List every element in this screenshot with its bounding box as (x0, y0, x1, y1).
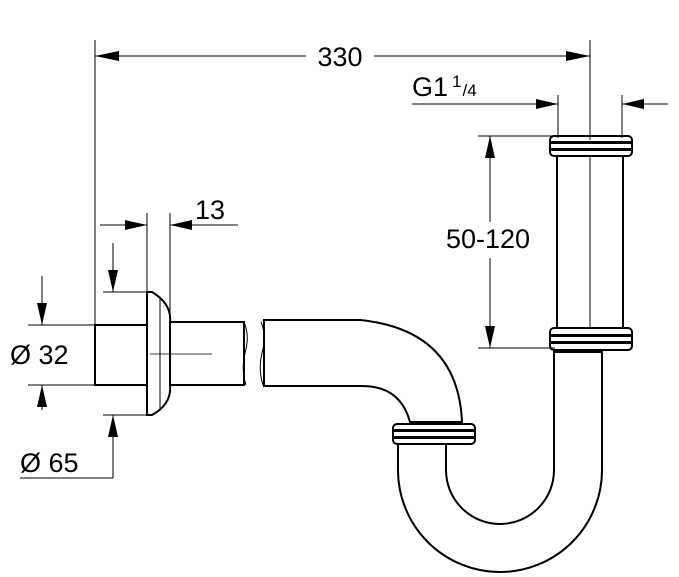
tail-pipe (556, 147, 624, 339)
flange-thickness-label: 13 (195, 195, 225, 225)
dim-flange-thickness: 13 (100, 195, 238, 322)
thread-main: G1 (412, 72, 448, 102)
thread-sup: 1 (452, 72, 461, 91)
dim-height-range: 50-120 (446, 135, 555, 349)
rosette-diameter-label: Ø 65 (20, 448, 79, 478)
dim-rosette-diameter: Ø 65 (20, 243, 147, 479)
overall-length-label: 330 (317, 42, 362, 72)
bend-nut (392, 423, 476, 445)
drain-pipe (167, 321, 265, 386)
pipe-diameter-label: Ø 32 (10, 340, 69, 370)
height-range-label: 50-120 (446, 224, 530, 254)
thread-sub: /4 (463, 81, 477, 100)
wall-rosette (146, 291, 172, 416)
trap-bend (263, 319, 603, 573)
top-nut (549, 135, 633, 157)
middle-nut (549, 327, 633, 351)
dim-overall-length: 330 (94, 40, 591, 325)
dim-pipe-diameter: Ø 32 (10, 276, 95, 410)
wall-tube (94, 324, 148, 386)
